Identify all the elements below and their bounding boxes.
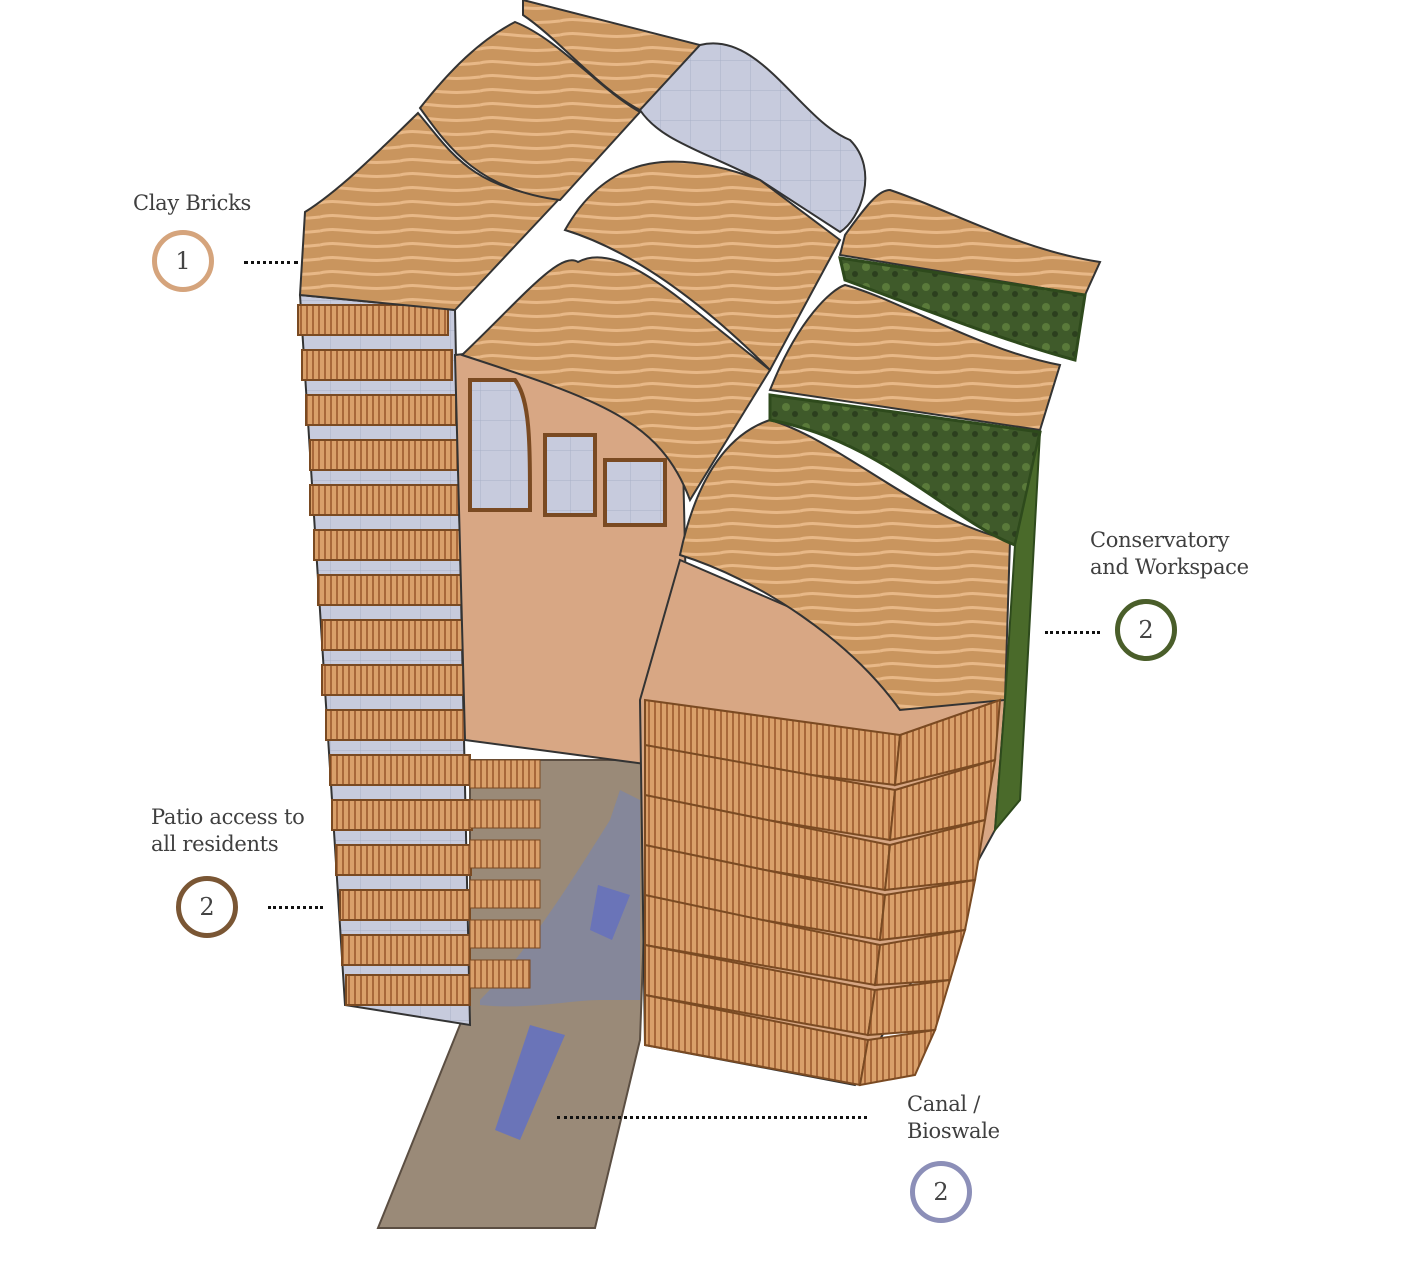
conservatory-green-lower — [768, 393, 1042, 548]
clay-bricks-badge: 1 — [152, 230, 214, 292]
passage-balconies — [469, 759, 541, 989]
canal-badge: 2 — [910, 1161, 972, 1223]
clay-bricks-leader — [244, 261, 298, 264]
right-roof-3 — [838, 188, 1102, 297]
canal-label: Canal / Bioswale — [907, 1092, 1000, 1143]
right-roof — [678, 418, 1012, 712]
conservatory-green-upper — [838, 256, 1087, 362]
window-a — [543, 433, 597, 517]
middle-roof — [460, 256, 772, 503]
left-balconies — [297, 304, 477, 1006]
conservatory-label: Conservatory and Workspace — [1090, 528, 1249, 579]
patio-leader — [268, 906, 323, 909]
patio-label: Patio access to all residents — [151, 805, 305, 856]
right-balconies — [644, 698, 1002, 1087]
clay-bricks-label: Clay Bricks — [133, 191, 251, 215]
conservatory-side — [993, 431, 1041, 834]
patio-badge: 2 — [176, 876, 238, 938]
conservatory-leader — [1045, 631, 1100, 634]
culvert-lower — [495, 1025, 565, 1140]
arched-window — [468, 378, 533, 512]
right-roof-2 — [768, 283, 1062, 432]
culvert-upper — [590, 885, 630, 940]
canal-leader — [557, 1116, 867, 1119]
conservatory-badge: 2 — [1115, 599, 1177, 661]
middle-roof-upper — [563, 160, 842, 372]
window-b — [603, 458, 667, 527]
bioswale-water — [480, 790, 640, 1007]
glass-roof — [638, 42, 867, 234]
